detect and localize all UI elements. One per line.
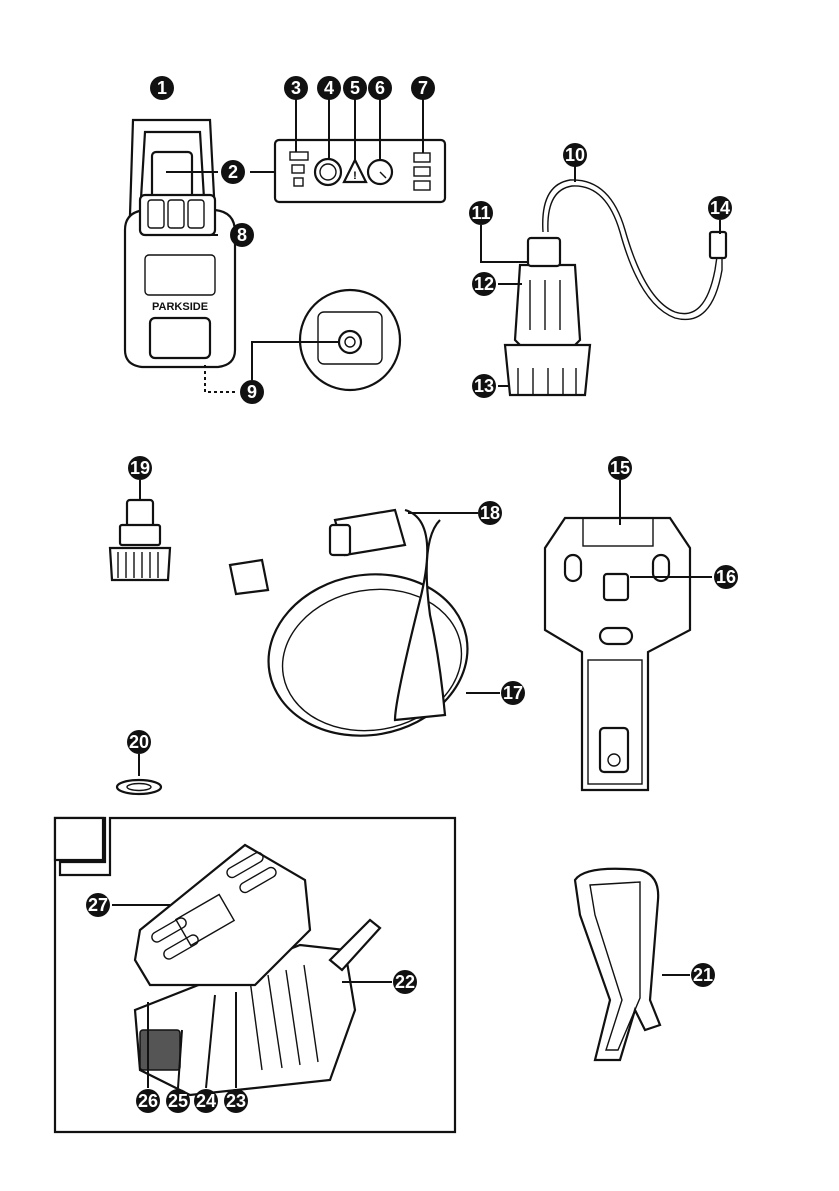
callout-21: 21 [691,963,715,987]
callout-22: 22 [393,970,417,994]
callout-24: 24 [194,1089,218,1113]
svg-text:12: 12 [474,274,494,294]
charger-vent [140,1030,180,1070]
svg-text:23: 23 [226,1091,246,1111]
callout-27: 27 [86,893,110,917]
callout-6: 6 [368,76,392,100]
brand-logo: PARKSIDE [152,301,208,313]
svg-text:15: 15 [610,458,630,478]
svg-text:4: 4 [324,78,334,98]
connector-socket [339,331,361,353]
pump-unit: PARKSIDE [125,120,238,392]
cable-plug [710,232,726,258]
callout-1: 1 [150,76,174,100]
callout-5: 5 [343,76,367,100]
svg-text:25: 25 [168,1091,188,1111]
callout-18: 18 [478,501,502,525]
callout-26: 26 [136,1089,160,1113]
callout-8: 8 [230,223,254,247]
svg-text:18: 18 [480,503,500,523]
svg-text:11: 11 [471,203,490,223]
svg-text:27: 27 [88,895,108,915]
spray-hose [230,510,500,751]
front-window [150,318,210,358]
callout-12: 12 [472,272,496,296]
svg-text:22: 22 [395,972,415,992]
svg-text:26: 26 [138,1091,158,1111]
callout-23: 23 [224,1089,248,1113]
callout-16: 16 [714,565,738,589]
svg-text:7: 7 [418,78,428,98]
callout-3: 3 [284,76,308,100]
connector-detail [252,290,400,390]
callout-17: 17 [501,681,525,705]
svg-text:!: ! [353,170,357,182]
svg-text:6: 6 [375,78,385,98]
rubber-washer [117,754,161,794]
mount-clip [604,574,628,600]
svg-text:20: 20 [129,732,149,752]
dotted-leader-9 [205,365,238,392]
callout-9: 9 [240,380,264,404]
svg-text:9: 9 [247,382,257,402]
callout-20: 20 [127,730,151,754]
callout-14: 14 [708,196,732,220]
svg-text:2: 2 [228,162,238,182]
hose-nozzle-unit [481,166,726,395]
svg-text:21: 21 [693,965,713,985]
wall-mount [545,480,712,790]
callout-13: 13 [472,374,496,398]
callout-4: 4 [317,76,341,100]
clip-shape [575,869,660,1060]
section-label-box [55,818,103,860]
svg-text:8: 8 [237,225,247,245]
callout-11: 11 [469,201,493,225]
control-panel: ! [250,98,445,202]
callout-2: 2 [221,160,245,184]
tap-adapter [110,480,170,580]
svg-text:14: 14 [710,198,730,218]
svg-text:1: 1 [157,78,167,98]
svg-text:10: 10 [565,145,585,165]
callout-7: 7 [411,76,435,100]
belt-clip [575,869,690,1060]
svg-text:19: 19 [130,458,150,478]
power-button-icon [315,159,341,185]
callout-15: 15 [608,456,632,480]
handle-window [152,152,192,200]
callout-25: 25 [166,1089,190,1113]
svg-text:17: 17 [503,683,523,703]
callout-19: 19 [128,456,152,480]
quick-coupler [230,560,268,594]
nozzle-body [515,265,580,350]
svg-text:3: 3 [291,78,301,98]
svg-text:16: 16 [716,567,736,587]
callout-10: 10 [563,143,587,167]
svg-text:24: 24 [196,1091,216,1111]
svg-text:13: 13 [474,376,494,396]
svg-text:5: 5 [350,78,360,98]
